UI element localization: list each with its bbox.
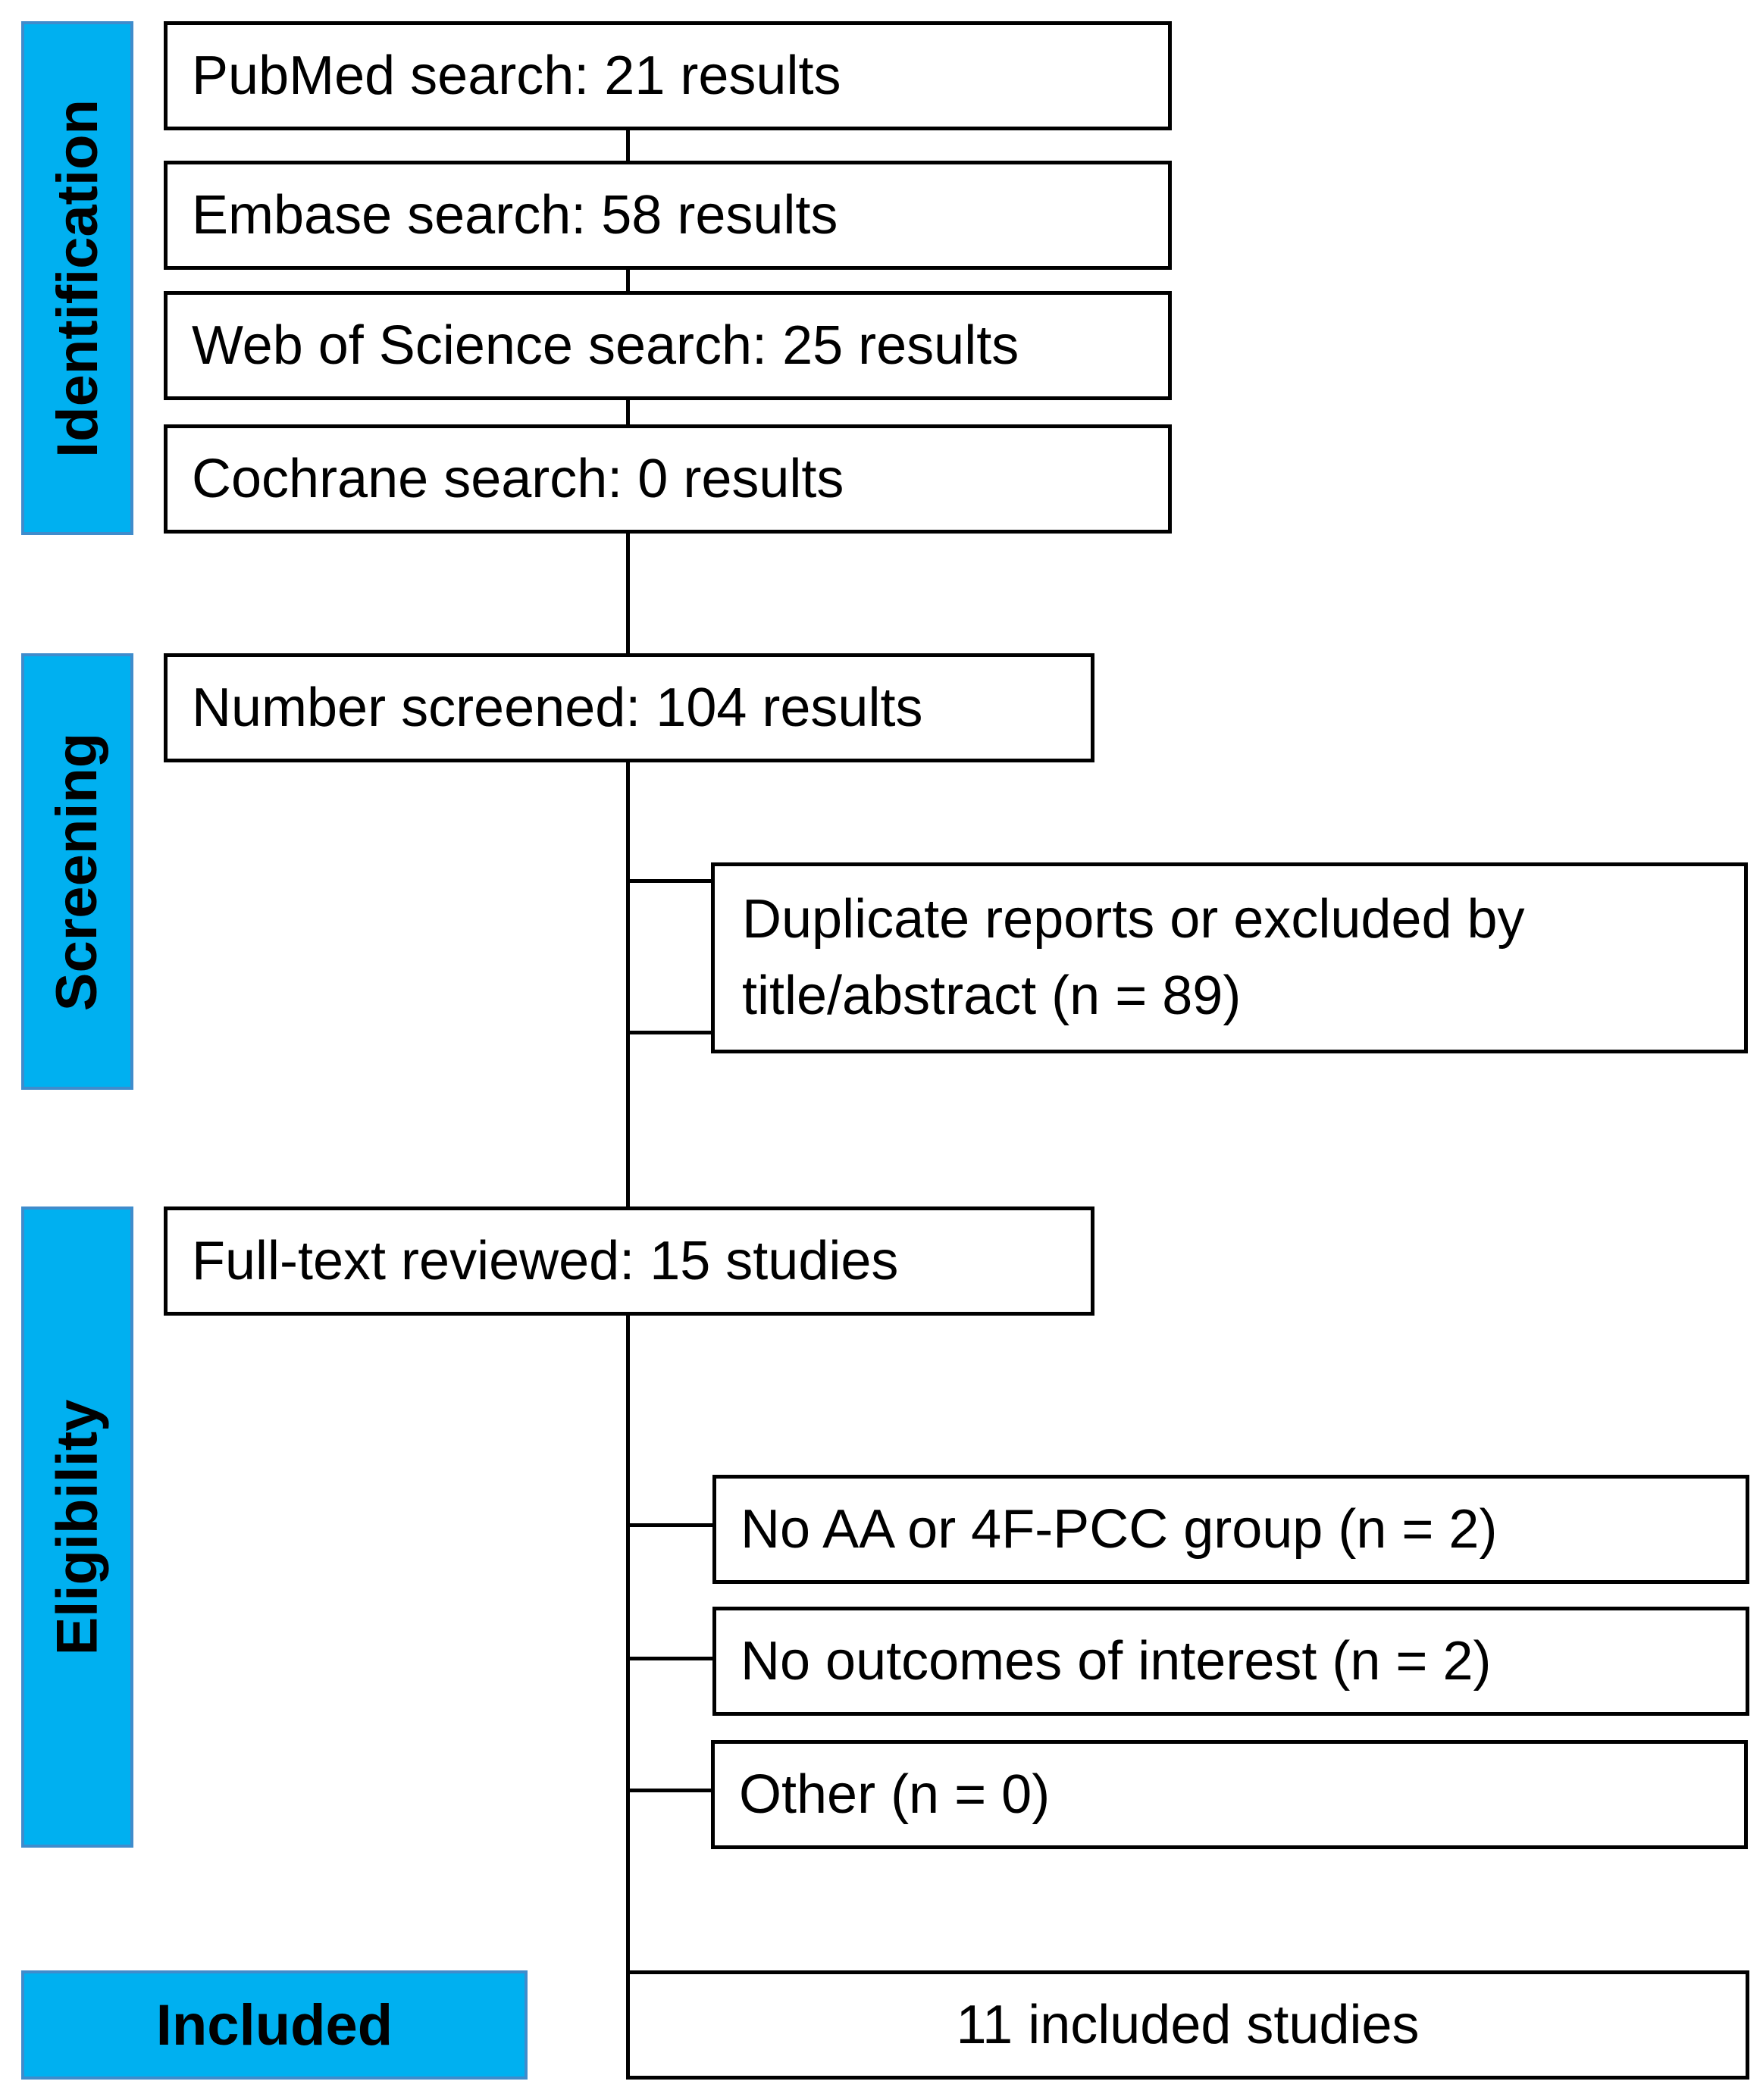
connector-screening-bottom [626, 1031, 714, 1034]
full-text-reviewed-text: Full-text reviewed: 15 studies [192, 1230, 899, 1291]
phase-identification-label: Identification [21, 21, 133, 535]
pubmed-search-box: PubMed search: 21 results [164, 21, 1172, 130]
cochrane-search-text: Cochrane search: 0 results [192, 448, 844, 509]
connector-exclusion-2 [626, 1657, 714, 1660]
connector-main-2 [626, 758, 630, 1213]
included-studies-text: 11 included studies [956, 1994, 1420, 2055]
web-of-science-search-text: Web of Science search: 25 results [192, 315, 1019, 376]
connector-exclusion-3 [626, 1789, 714, 1792]
exclusion-no-outcomes-box: No outcomes of interest (n = 2) [712, 1607, 1749, 1716]
exclusion-no-aa-text: No AA or 4F-PCC group (n = 2) [741, 1498, 1498, 1560]
connector-screening-top [626, 879, 714, 883]
connector-main-3 [626, 1311, 630, 1972]
number-screened-box: Number screened: 104 results [164, 653, 1094, 762]
exclusion-other-text: Other (n = 0) [739, 1764, 1051, 1825]
phase-eligibility-label: Eligibility [21, 1206, 133, 1848]
connector-exclusion-1 [626, 1523, 714, 1527]
exclusion-other-box: Other (n = 0) [711, 1740, 1748, 1849]
phase-eligibility-text: Eligibility [45, 1399, 110, 1655]
cochrane-search-box: Cochrane search: 0 results [164, 424, 1172, 534]
embase-search-box: Embase search: 58 results [164, 161, 1172, 270]
exclusion-no-outcomes-text: No outcomes of interest (n = 2) [741, 1630, 1492, 1692]
number-screened-text: Number screened: 104 results [192, 677, 923, 738]
phase-included-text: Included [155, 1992, 393, 2058]
full-text-reviewed-box: Full-text reviewed: 15 studies [164, 1206, 1094, 1316]
duplicate-excluded-box: Duplicate reports or excluded by title/a… [711, 862, 1748, 1053]
web-of-science-search-box: Web of Science search: 25 results [164, 291, 1172, 400]
phase-included-label: Included [21, 1970, 528, 2080]
exclusion-no-aa-box: No AA or 4F-PCC group (n = 2) [712, 1475, 1749, 1584]
included-studies-box: 11 included studies [626, 1970, 1749, 2080]
duplicate-excluded-text: Duplicate reports or excluded by title/a… [742, 889, 1525, 1026]
phase-identification-text: Identification [45, 99, 110, 458]
phase-screening-label: Screening [21, 653, 133, 1090]
phase-screening-text: Screening [45, 732, 110, 1011]
pubmed-search-text: PubMed search: 21 results [192, 45, 841, 106]
embase-search-text: Embase search: 58 results [192, 184, 838, 246]
